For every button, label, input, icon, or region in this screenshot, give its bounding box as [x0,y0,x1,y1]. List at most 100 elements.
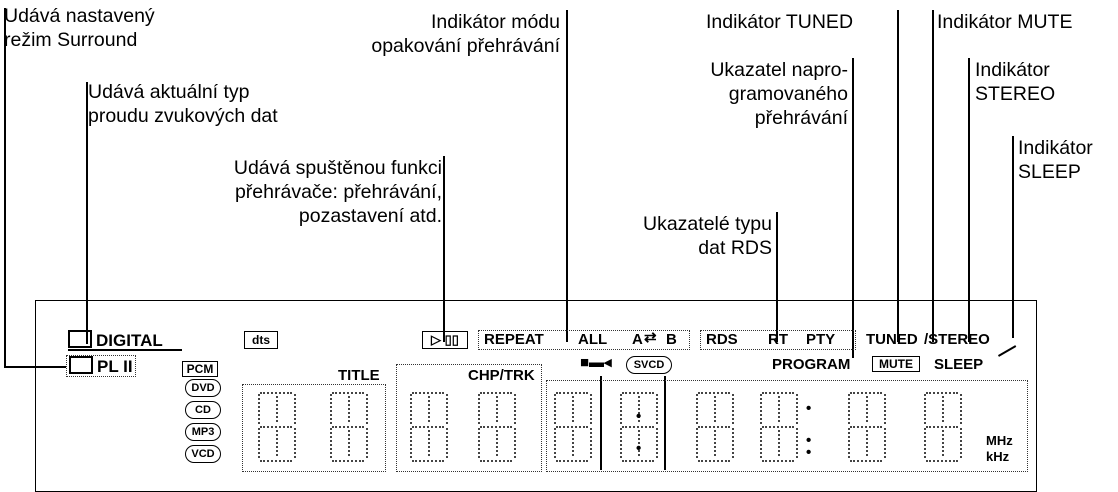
segment [428,430,430,456]
tuned-indicator: TUNED [866,331,918,348]
segment [696,394,698,424]
segment [848,428,850,458]
segment [778,396,780,422]
play-pause-indicator: ▷ ▯▯ [422,331,468,349]
segment [926,392,958,394]
repeat-group [478,330,690,350]
segment [850,426,882,428]
segment [330,394,332,424]
segment [926,460,958,462]
colon-4: • [806,432,812,449]
segment [412,426,444,428]
rt-indicator: RT [768,331,788,348]
segment [924,428,926,458]
segment [332,460,364,462]
segment [258,428,260,458]
label-tuned: Indikátor TUNED [706,11,854,33]
segment [480,392,512,394]
leader-stream [86,82,88,344]
colon-1: • [636,408,642,425]
leader-mute [932,10,934,342]
segment [732,394,734,424]
segment [698,392,730,394]
dolby-digital-indicator: DIGITAL [68,330,163,350]
segment [796,394,798,424]
vcd-indicator: VCD [185,445,221,463]
segment-digit [620,392,658,462]
dts-indicator: dts [244,331,278,349]
mhz-label: MHz [986,433,1013,448]
leader-repeat [566,10,568,342]
segment [554,428,556,458]
segment [556,460,588,462]
segment [412,460,444,462]
rds-group [700,330,856,350]
segment [258,394,260,424]
repeat-a-indicator: A [632,331,643,348]
leader-stereo [968,58,970,342]
segment [942,430,944,456]
segment [410,428,412,458]
segment [714,396,716,422]
segment [866,396,868,422]
segment [732,428,734,458]
segment [698,426,730,428]
segment [762,426,794,428]
khz-label: kHz [986,449,1010,464]
mp3-indicator: MP3 [185,423,221,441]
segment-digit [478,392,516,462]
segment [762,392,794,394]
colon-5: • [806,444,812,461]
segment [638,430,640,456]
camera-icon: ■▬◂ [580,354,612,371]
segment-digit [848,392,886,462]
leader-camera [600,376,602,470]
segment [330,428,332,458]
digital-underline [68,349,182,351]
segment [348,396,350,422]
chp-trk-label: CHP/TRK [468,367,535,384]
sleep-indicator: SLEEP [934,356,984,373]
segment [848,394,850,424]
segment [778,430,780,456]
segment [960,394,962,424]
segment [366,428,368,458]
segment [698,460,730,462]
segment [590,394,592,424]
segment [446,428,448,458]
segment [412,392,444,394]
segment [556,392,588,394]
colon-3: • [806,400,812,417]
segment [572,396,574,422]
segment [850,392,882,394]
segment [276,396,278,422]
segment [884,394,886,424]
stereo-indicator: /STEREO [924,331,990,348]
rds-indicator: RDS [706,331,738,348]
leader-sleep [1012,136,1014,338]
segment [622,426,654,428]
segment-digit [760,392,798,462]
segment [276,430,278,456]
mute-indicator: MUTE [872,356,920,372]
segment [478,428,480,458]
segment [480,426,512,428]
repeat-indicator: REPEAT [484,331,544,348]
segment [554,394,556,424]
segment [638,396,640,422]
repeat-b-indicator: B [666,331,677,348]
segment [696,428,698,458]
segment [496,396,498,422]
segment [480,460,512,462]
segment [556,426,588,428]
label-mute: Indikátor MUTE [937,11,1073,33]
title-label: TITLE [338,367,380,384]
program-indicator: PROGRAM [772,356,851,373]
leader-play [443,156,445,342]
segment [850,460,882,462]
